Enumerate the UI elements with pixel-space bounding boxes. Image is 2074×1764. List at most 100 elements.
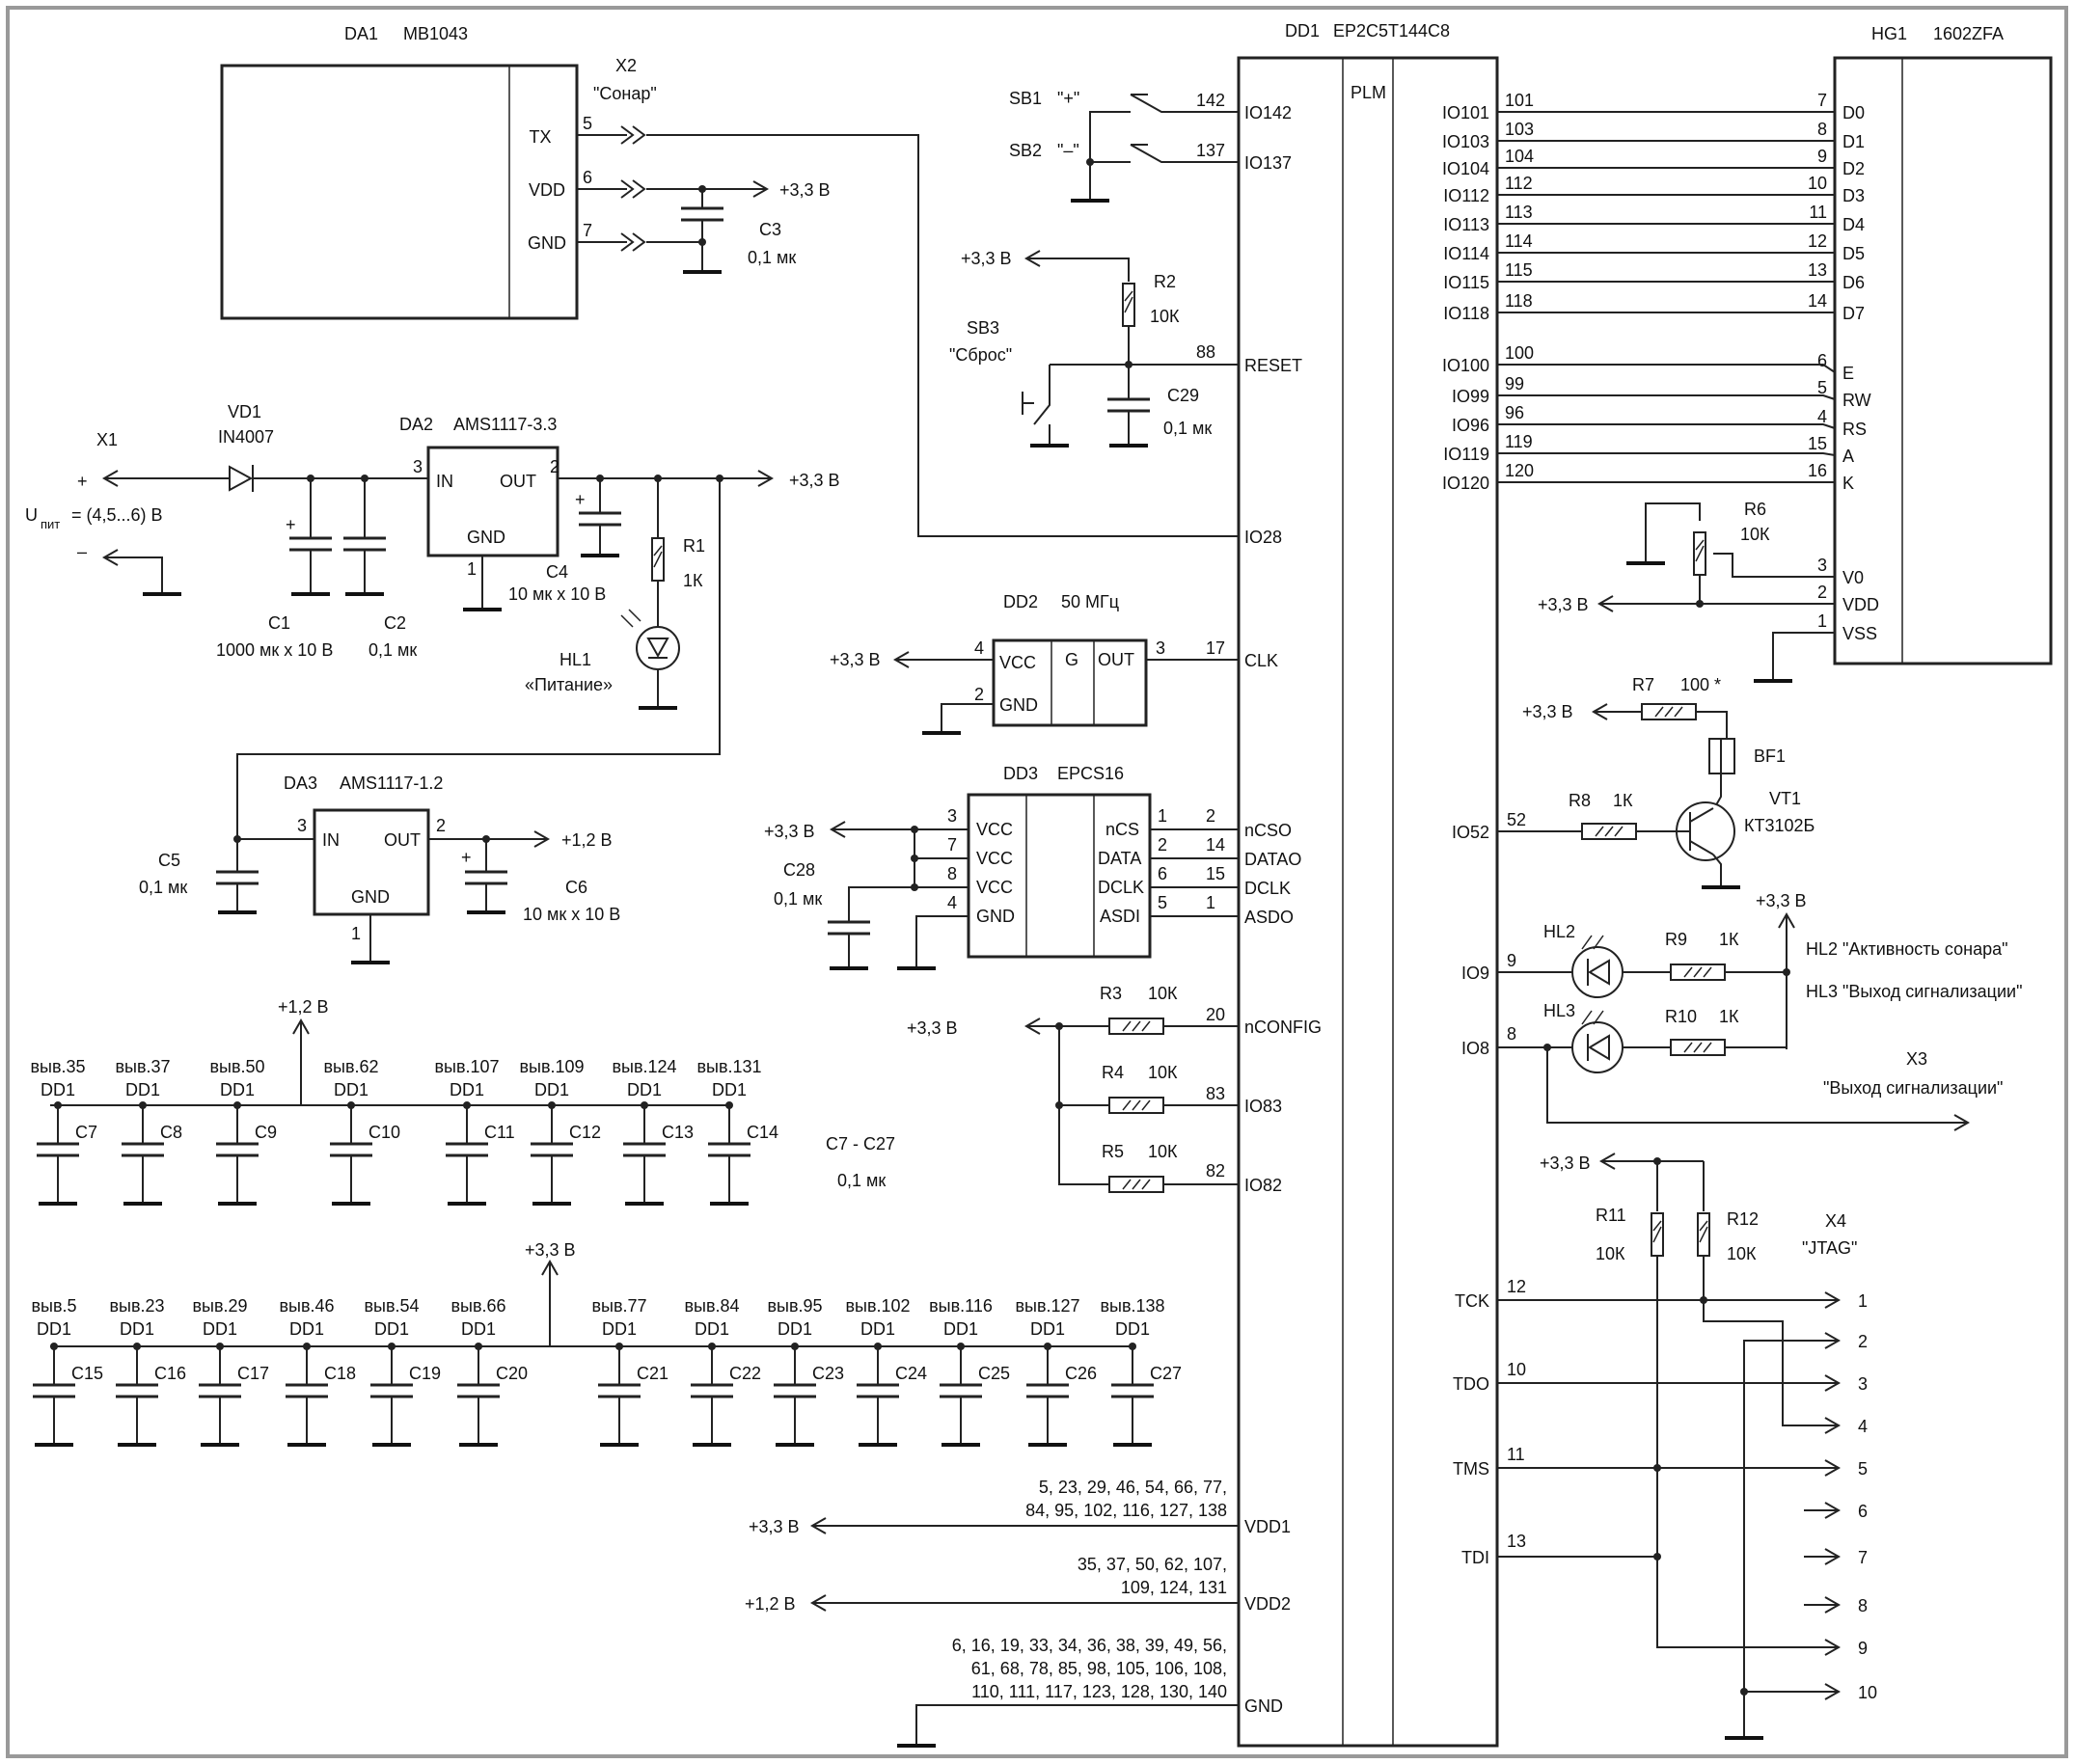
r33-chip-label-11: DD1 <box>1030 1319 1065 1339</box>
r12-ref: R12 <box>1727 1209 1759 1229</box>
dd3-lnum-8: 8 <box>947 864 957 883</box>
hg1-lcd: HG1 1602ZFA D07D18D29D310D411D512D613D71… <box>1497 24 2053 665</box>
hg1-pin-7: D7 <box>1842 304 1865 323</box>
hl3-ref: HL3 <box>1543 1001 1575 1020</box>
x4-pin-5: 6 <box>1858 1502 1868 1521</box>
dd3-dclk: DCLK <box>1098 878 1144 897</box>
hg1-pin-6: D6 <box>1842 273 1865 292</box>
hg1-pin-num-6: 13 <box>1808 260 1827 280</box>
hg1-pin-num-14: 2 <box>1817 583 1827 602</box>
da3-num-out: 2 <box>436 816 446 835</box>
net-v33-flash: +3,3 В <box>764 822 815 841</box>
c4-ref: C4 <box>546 562 568 582</box>
r12-cap-ref-1: C8 <box>160 1123 182 1142</box>
hg1-pin-13: V0 <box>1842 568 1864 587</box>
r33-pin-label-9: выв.102 <box>845 1296 910 1316</box>
dd3-vcc-3: VCC <box>976 878 1013 897</box>
decoupling-caption: C7 - C27 <box>826 1134 895 1153</box>
hg1-pin-num-5: 12 <box>1808 231 1827 251</box>
power-input-section: X1 + – U пит = (4,5...6) В VD1 IN4007 + … <box>25 402 840 839</box>
r33-chip-label-9: DD1 <box>860 1319 895 1339</box>
dd1-left-pin-14: GND <box>1244 1696 1283 1716</box>
c3-val: 0,1 мк <box>748 248 796 267</box>
bus-line-11 <box>1497 452 1836 456</box>
r33-cap-ref-5: C20 <box>496 1364 528 1383</box>
sb2-val: "–" <box>1057 141 1079 160</box>
r33-chip-label-7: DD1 <box>695 1319 729 1339</box>
c2-val: 0,1 мк <box>368 640 417 660</box>
pin-num-52: 52 <box>1507 810 1526 829</box>
net-v33-vdd1: +3,3 В <box>749 1517 800 1536</box>
dd1-right-pin-15: IO8 <box>1461 1039 1489 1058</box>
r6-ref: R6 <box>1744 500 1766 519</box>
x1-minus: – <box>77 542 87 561</box>
r2-val: 10К <box>1150 307 1180 326</box>
da2-num-in: 3 <box>413 457 423 476</box>
x2-name: "Сонар" <box>593 84 657 103</box>
bus-pin-num-3: 112 <box>1505 174 1533 193</box>
sb3-val: "Сброс" <box>949 345 1012 365</box>
r33-cap-ref-8: C23 <box>812 1364 844 1383</box>
vdd1-list-1: 5, 23, 29, 46, 54, 66, 77, <box>1039 1478 1227 1497</box>
r9-val: 1К <box>1719 930 1739 949</box>
dd1-left-pin-1: IO137 <box>1244 153 1292 173</box>
dd1-right-pin-3: IO112 <box>1443 186 1489 205</box>
r12-cap-ref-7: C14 <box>747 1123 778 1142</box>
net-v33-lcd: +3,3 В <box>1538 595 1589 614</box>
dd3-config-flash: DD3 EPCS16 VCC VCC VCC GND nCS DATA DCLK… <box>764 764 1239 970</box>
r11-ref: R11 <box>1596 1206 1626 1225</box>
dd2-oscillator: DD2 50 МГц VCC GND G OUT +3,3 В 4 2 3 17 <box>830 592 1239 735</box>
r12-pin-label-3: выв.62 <box>323 1057 378 1076</box>
x4-pin-9: 10 <box>1858 1683 1877 1702</box>
da2-pin-gnd: GND <box>467 528 505 547</box>
r4-val: 10К <box>1148 1063 1178 1082</box>
da3-name: AMS1117-1.2 <box>340 773 443 793</box>
c28-val: 0,1 мк <box>774 889 822 909</box>
dd1-right-pin-14: IO9 <box>1461 963 1489 983</box>
da2-num-out: 2 <box>550 457 559 476</box>
dd1-right-pin-19: TDI <box>1461 1548 1489 1567</box>
c1-val: 1000 мк х 10 В <box>216 640 333 660</box>
sb1-val: "+" <box>1057 89 1079 108</box>
net-v12-vdd2: +1,2 В <box>745 1594 796 1614</box>
hg1-pin-10: RS <box>1842 420 1867 439</box>
da1-sonar-module: DA1 MB1043 TX VDD GND X2 "Сонар" 5 6 7 +… <box>220 24 1239 537</box>
net-v33-jtag: +3,3 В <box>1540 1153 1591 1173</box>
da2-ref: DA2 <box>399 415 433 434</box>
r33-cap-ref-9: C24 <box>895 1364 927 1383</box>
vd1-ref: VD1 <box>228 402 261 421</box>
pin-num-2: 2 <box>1206 806 1215 826</box>
x4-pin-0: 1 <box>1858 1291 1868 1311</box>
x4-pin-8: 9 <box>1858 1639 1868 1658</box>
bus-pin-num-1: 103 <box>1505 120 1534 139</box>
c6-plus: + <box>461 848 472 867</box>
x2-pin-5: 5 <box>583 114 592 133</box>
r8-val: 1К <box>1613 791 1633 810</box>
sheet-frame <box>6 6 2068 1758</box>
c3-ref: C3 <box>759 220 781 239</box>
hg1-pin-num-13: 3 <box>1817 556 1827 575</box>
hg1-pin-5: D5 <box>1842 244 1865 263</box>
r33-chip-label-2: DD1 <box>203 1319 237 1339</box>
x1-voltage-range: = (4,5...6) В <box>71 505 163 525</box>
hg1-pin-9: RW <box>1842 391 1871 410</box>
r10-ref: R10 <box>1665 1007 1697 1026</box>
dd1-fpga: DD1 EP2C5T144C8 PLM IO142IO137RESETIO28C… <box>1237 21 1499 1748</box>
r33-chip-label-5: DD1 <box>461 1319 496 1339</box>
r12-cap-ref-2: C9 <box>255 1123 277 1142</box>
r33-pin-label-10: выв.116 <box>929 1296 993 1316</box>
r12-pin-label-7: выв.131 <box>696 1057 761 1076</box>
r7-ref: R7 <box>1632 675 1654 694</box>
r33-cap-ref-11: C26 <box>1065 1364 1097 1383</box>
dd1-ref: DD1 <box>1285 21 1320 41</box>
r5-ref: R5 <box>1102 1142 1124 1161</box>
x3-ref: X3 <box>1906 1049 1927 1069</box>
da2-name: AMS1117-3.3 <box>453 415 557 434</box>
bus-pin-num-4: 113 <box>1505 203 1533 222</box>
r2-ref: R2 <box>1154 272 1176 291</box>
c2-ref: C2 <box>384 613 406 633</box>
dd3-rnum-6: 6 <box>1158 864 1167 883</box>
decoupling-row-3v3: +3,3 В выв.5DD1C15выв.23DD1C16выв.29DD1C… <box>31 1240 1182 1447</box>
r33-chip-label-6: DD1 <box>602 1319 637 1339</box>
c29-ref: C29 <box>1167 386 1199 405</box>
